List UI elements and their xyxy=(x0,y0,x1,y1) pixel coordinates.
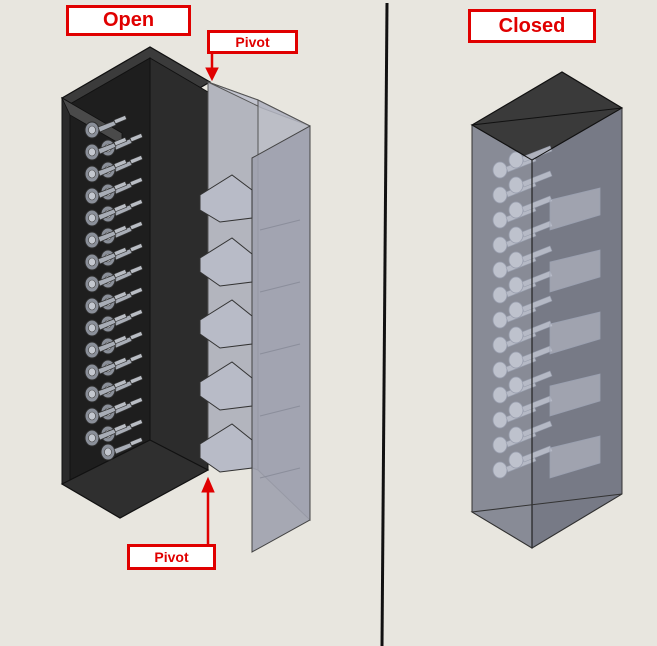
open-cabinet xyxy=(60,46,212,519)
closed-cabinet xyxy=(470,71,624,549)
divider-line xyxy=(380,2,389,646)
open-door xyxy=(199,81,311,553)
closed-label: Closed xyxy=(468,9,596,43)
pivot-top-label: Pivot xyxy=(207,30,298,54)
open-label: Open xyxy=(66,5,191,36)
pivot-arrows xyxy=(201,54,219,546)
pivot-bottom-label: Pivot xyxy=(127,544,216,570)
